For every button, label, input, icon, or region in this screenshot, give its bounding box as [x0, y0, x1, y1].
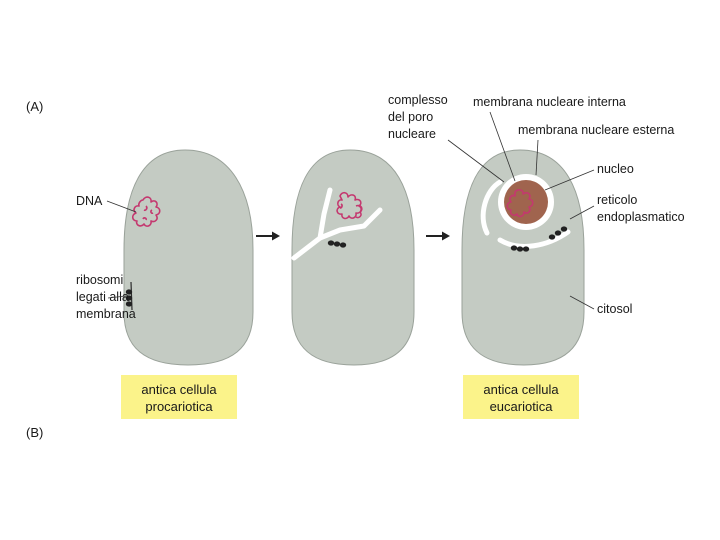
ribosome-3c: [522, 246, 530, 252]
label-nucleo: nucleo: [597, 162, 634, 176]
dna-loop-2: [336, 191, 363, 220]
leader-ribosomi: [107, 295, 127, 299]
er-arc-bottom: [497, 229, 571, 249]
cell-prokaryote: [123, 149, 254, 366]
ribosome-3a: [510, 245, 518, 251]
ribosome-3f: [560, 226, 568, 232]
panel-label-b: (B): [26, 425, 43, 440]
label-dna: DNA: [76, 194, 103, 208]
label-membrana-esterna: membrana nucleare esterna: [518, 123, 674, 137]
label-reticolo-2: endoplasmatico: [597, 210, 685, 224]
er-arc-left: [480, 179, 503, 236]
leader-complesso: [447, 139, 505, 183]
ribosome-2b: [333, 241, 341, 247]
leader-reticolo: [569, 205, 595, 220]
caption-procariotica-1: antica cellula: [141, 382, 217, 397]
ribosome-1b: [125, 295, 133, 301]
ribosome-1a: [125, 289, 133, 295]
cell-intermediate: [291, 149, 415, 366]
cell-1-body: [123, 149, 254, 366]
label-complesso-2: del poro: [388, 110, 433, 124]
ribosome-2a: [327, 240, 335, 246]
cell-2-body: [291, 149, 415, 366]
leader-dna: [106, 200, 137, 213]
label-ribosomi-1: ribosomi: [76, 273, 123, 287]
leader-nucleo: [544, 169, 595, 191]
label-complesso-3: nucleare: [388, 127, 436, 141]
ribosome-1c: [125, 301, 133, 307]
leader-membrana-esterna: [535, 139, 539, 176]
dna-loop-1: [131, 196, 161, 227]
dna-loop-3: [506, 189, 534, 218]
leader-citosol: [569, 295, 595, 310]
caption-eucariotica-1: antica cellula: [483, 382, 559, 397]
caption-box-procariotica: [121, 375, 237, 419]
invagination-2: [291, 187, 383, 261]
label-reticolo-1: reticolo: [597, 193, 637, 207]
arrow-1: [256, 231, 280, 241]
label-membrana-interna: membrana nucleare interna: [473, 95, 626, 109]
ribosome-3d: [548, 234, 556, 240]
cell-eukaryote: [461, 149, 585, 366]
caption-procariotica-2: procariotica: [145, 399, 213, 414]
arrow-2: [426, 231, 450, 241]
panel-label-a: (A): [26, 99, 43, 114]
caption-box-eucariotica: [463, 375, 579, 419]
leader-membrana-interna: [489, 111, 516, 182]
caption-eucariotica-2: eucariotica: [490, 399, 554, 414]
ribosome-membrane-1: [130, 281, 133, 311]
label-complesso-1: complesso: [388, 93, 448, 107]
label-citosol: citosol: [597, 302, 632, 316]
label-ribosomi-3: membrana: [76, 307, 136, 321]
ribosome-2c: [339, 242, 347, 248]
ribosome-3e: [554, 230, 562, 236]
ribosome-3b: [516, 246, 524, 252]
label-ribosomi-2: legati alla: [76, 290, 129, 304]
